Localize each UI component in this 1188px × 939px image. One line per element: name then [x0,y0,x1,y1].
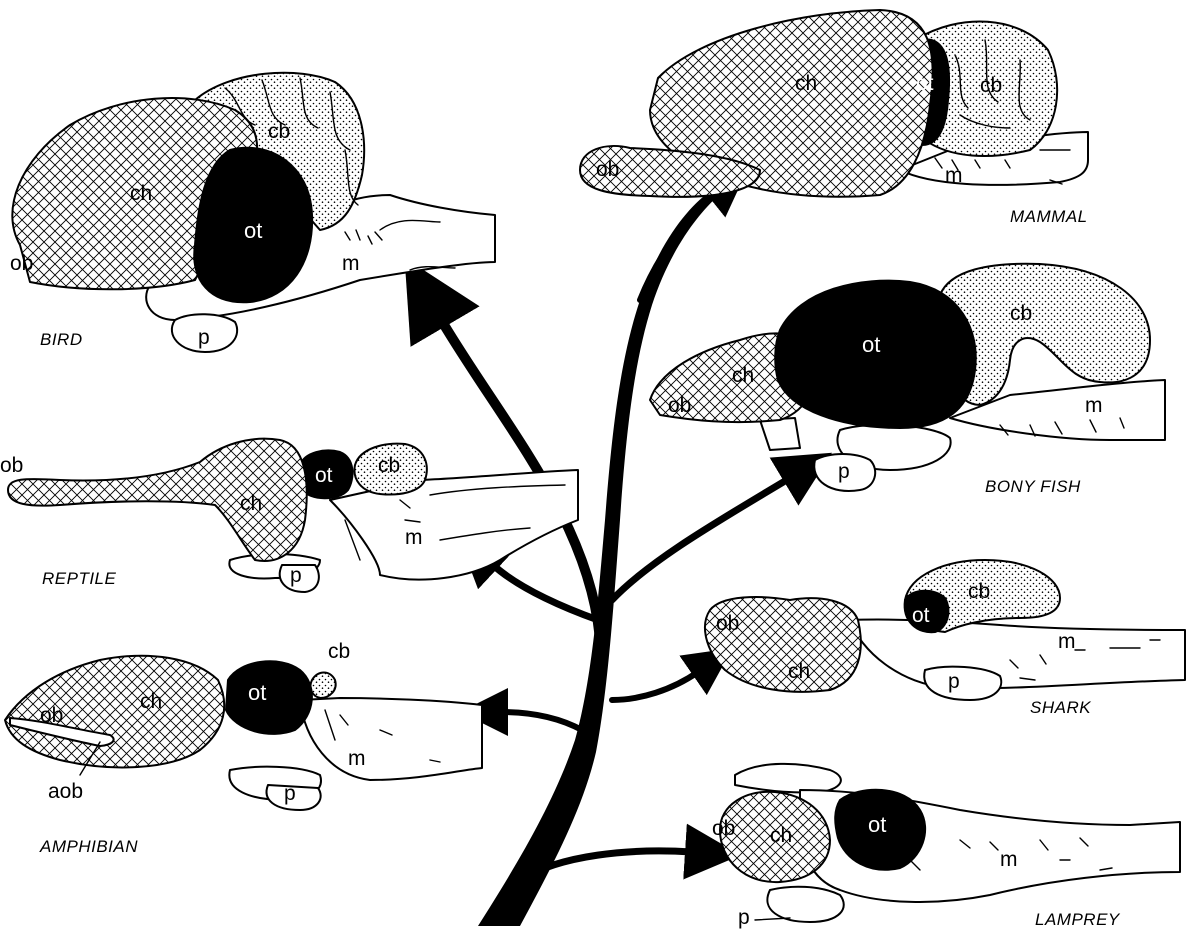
lamprey-label-ob: ob [712,817,735,840]
amphibian-label-p: p [284,782,296,805]
mammal-label-cb: cb [980,74,1002,97]
mammal-caption: MAMMAL [1010,207,1088,226]
reptile-label-p: p [290,564,302,587]
mammal-label-ob: ob [596,158,619,181]
lamprey-label-ch: ch [770,824,792,847]
bird-brain: ob ch cb ot m p BIRD [10,71,496,353]
mammal-label-m: m [945,164,963,187]
bird-label-ch: ch [130,182,152,205]
mammal-label-ch: ch [795,72,817,95]
shark-label-p: p [948,670,960,693]
branch-to-shark [609,648,733,703]
shark-label-m: m [1058,630,1076,653]
lamprey-label-ot: ot [868,812,886,837]
bird-label-m: m [342,252,360,275]
amphibian-label-m: m [348,747,366,770]
bonyfish-label-ot: ot [862,332,880,357]
branch-to-lamprey [516,823,741,884]
reptile-label-ot: ot [315,464,333,487]
bird-label-ob: ob [10,252,33,275]
shark-label-ob: ob [716,612,739,635]
reptile-label-cb: cb [378,454,400,477]
branch-to-amphibian [460,688,585,737]
reptile-brain: ob ch ot cb m p REPTILE [0,437,579,593]
bonyfish-label-cb: cb [1010,302,1032,325]
branch-to-reptile [456,530,602,624]
reptile-label-ob: ob [0,454,23,477]
bird-label-cb: cb [268,120,290,143]
amphibian-label-ot: ot [248,680,266,705]
amphibian-label-cb: cb [328,640,350,663]
amphibian-brain: ob ch ot cb m p aob AMPHIBIAN [4,640,483,856]
bird-label-p: p [198,326,210,349]
bony-fish-brain: ob ch ot cb m p BONY FISH [649,262,1166,496]
lamprey-label-m: m [1000,848,1018,871]
amphibian-label-ch: ch [140,690,162,713]
bonyfish-label-ob: ob [668,394,691,417]
amphibian-caption: AMPHIBIAN [39,837,138,856]
amphibian-label-ob: ob [40,704,63,727]
reptile-label-ch: ch [240,492,262,515]
reptile-caption: REPTILE [42,569,117,588]
amphibian-label-aob: aob [48,780,83,803]
bird-label-ot: ot [244,218,262,243]
shark-label-cb: cb [968,580,990,603]
tree-trunk [478,190,718,926]
shark-brain: ob ch ot cb m p SHARK [704,559,1186,717]
lamprey-label-p: p [738,906,750,929]
bird-caption: BIRD [40,330,83,349]
branch-to-mammal [637,168,748,303]
lamprey-brain: ob ch ot m p LAMPREY [712,762,1181,929]
shark-caption: SHARK [1030,698,1091,717]
mammal-brain: ob ch ot cb m MAMMAL [579,9,1089,226]
shark-label-ch: ch [788,660,810,683]
bonyfish-label-m: m [1085,394,1103,417]
shark-label-ot: ot [912,604,930,627]
bonyfish-label-ch: ch [732,364,754,387]
mammal-label-ot: ot [916,72,934,95]
bonyfish-caption: BONY FISH [985,477,1081,496]
bonyfish-label-p: p [838,460,850,483]
reptile-label-m: m [405,526,423,549]
lamprey-caption: LAMPREY [1035,910,1121,929]
branch-to-bony-fish [608,452,833,604]
